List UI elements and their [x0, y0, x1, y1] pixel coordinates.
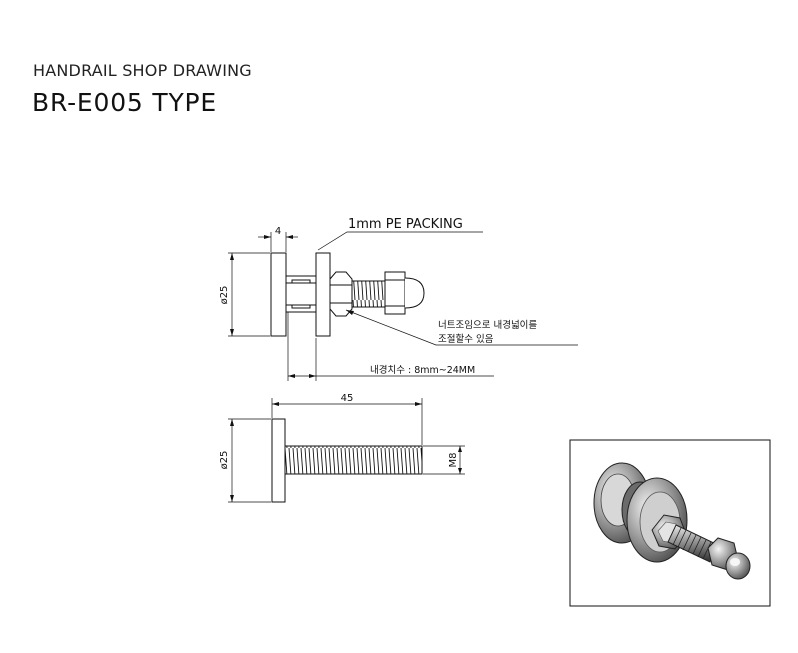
adjust-note-line1: 너트조임으로 내경넓이를: [438, 319, 537, 331]
bottom-view-dimensions: [228, 398, 465, 503]
top-view-drawing: [270, 252, 425, 337]
range-label: 내경치수 : 8mm~24MM: [370, 364, 475, 376]
bolt-head-disc: [271, 418, 286, 503]
bottom-view-arrowheads: [230, 402, 462, 502]
right-disc: [315, 252, 331, 337]
threaded-bolt: [351, 280, 386, 308]
hex-nut: [329, 271, 353, 317]
dim-diameter-bottom-label: ø25: [219, 451, 230, 470]
dim-length-label: 45: [341, 393, 354, 404]
dim-diameter-top-label: ø25: [219, 286, 230, 305]
packing-label: 1mm PE PACKING: [348, 217, 463, 232]
cap-nut: [384, 271, 406, 315]
drawing-title: BR-E005 TYPE: [32, 88, 218, 117]
top-view-dimensions: [228, 231, 578, 381]
bottom-view-drawing: [271, 418, 423, 503]
adjust-note-line2: 조절할수 있음: [438, 333, 494, 345]
product-illustration: [569, 439, 771, 607]
dim-thread-label: M8: [448, 453, 459, 468]
top-view-arrowheads: [230, 235, 354, 378]
bolt-thread: [284, 445, 423, 475]
left-disc: [270, 252, 287, 337]
dim-thickness-label: 4: [275, 226, 281, 237]
drawing-subtitle: HANDRAIL SHOP DRAWING: [33, 61, 252, 80]
